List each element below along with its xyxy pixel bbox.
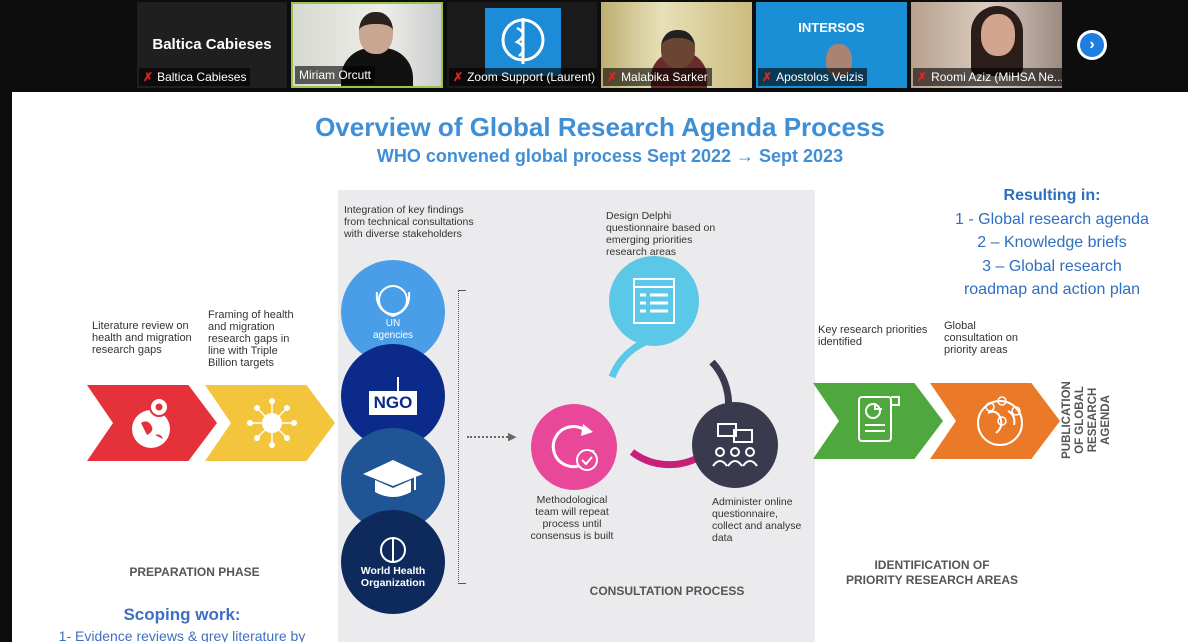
participant-tile[interactable]: Miriam Orcutt [291,2,443,88]
delphi-text: Design Delphi questionnaire based on eme… [606,210,716,258]
slide-subtitle: WHO convened global process Sept 2022 → … [376,146,844,166]
un-agencies-circle: UN agencies [341,260,445,364]
consultation-phase-label: CONSULTATION PROCESS [589,584,745,598]
arrow-head-icon: ▶ [508,431,517,443]
questionnaire-icon [633,278,675,324]
shared-slide: Overview of Global Research Agenda Proce… [12,92,1188,642]
muted-mic-icon: ✗ [453,70,464,84]
publication-label: PUBLICATION OF GLOBAL RESEARCH AGENDA [1061,381,1113,459]
participant-tile[interactable]: ✗Roomi Aziz (MiHSA Ne... [911,2,1062,88]
participant-name: ✗Zoom Support (Laurent) [449,68,597,86]
resulting-item: roadmap and action plan [963,281,1141,298]
slide-title: Overview of Global Research Agenda Proce… [315,112,885,142]
who-logo [485,8,561,76]
administer-text: Administer online questionnaire, collect… [712,496,802,544]
scoping-item: 1- Evidence reviews & grey literature by [58,628,306,642]
dotted-arrow [467,436,511,438]
muted-mic-icon: ✗ [607,70,618,84]
participant-tile[interactable]: ✗Malabika Sarker [601,2,752,88]
publication-label-wrap: PUBLICATION OF GLOBAL RESEARCH AGENDA [1061,340,1112,500]
yellow-chevron [205,385,335,461]
who-emblem-icon [380,537,406,563]
ident-step2-text: Global consultation on priority areas [944,320,1018,356]
prep-step1-text: Literature review on health and migratio… [92,320,192,356]
participant-name: ✗Apostolos Veizis [758,68,868,86]
identification-line2: PRIORITY RESEARCH AREAS [845,573,1019,587]
video-face [359,12,393,54]
resulting-item: 3 – Global research [982,257,1122,275]
network-hub-icon [247,398,297,448]
intersos-logo: INTERSOS [798,20,865,35]
prep-step2-text: Framing of health and migration research… [208,309,294,369]
red-chevron [87,385,217,461]
un-agencies-label: UN agencies [372,318,414,341]
global-locations-icon [977,396,1023,446]
muted-mic-icon: ✗ [143,70,154,84]
chevron-right-icon: › [1080,33,1104,57]
participant-name: ✗Baltica Cabieses [139,68,251,86]
integration-text: Integration of key findings from technic… [344,204,474,240]
who-label: World Health Organization [360,565,426,589]
participant-tile[interactable]: ✗Zoom Support (Laurent) [447,2,597,88]
scoping-heading: Scoping work: [123,605,241,624]
administer-circle [692,402,778,488]
globe-pin-icon [132,397,170,448]
method-text: Methodological team will repeat process … [530,494,614,542]
ngo-flag-icon [397,377,399,391]
who-circle: World Health Organization [341,510,445,614]
video-face [981,14,1015,56]
resulting-item: 2 – Knowledge briefs [977,234,1127,251]
preparation-phase-label: PREPARATION PHASE [129,565,260,579]
group-chat-icon [712,423,758,467]
muted-mic-icon: ✗ [917,70,928,84]
ngo-label: NGO [368,391,418,415]
design-questionnaire-circle [609,256,699,346]
un-emblem-icon [375,285,411,317]
identification-phase-label: IDENTIFICATION OF PRIORITY RESEARCH AREA… [832,558,1032,588]
resulting-block: Resulting in: 1 - Global research agenda… [927,184,1177,302]
participant-name: ✗Malabika Sarker [603,68,712,86]
graduation-cap-icon [363,460,423,497]
report-scroll-icon [858,396,900,442]
green-chevron [813,383,943,459]
participant-name: Miriam Orcutt [295,66,375,84]
participant-tile[interactable]: Baltica Cabieses ✗Baltica Cabieses [137,2,287,88]
resulting-heading: Resulting in: [1003,187,1101,204]
participant-tile[interactable]: INTERSOS ✗Apostolos Veizis [756,2,907,88]
ident-step1-text: Key research priorities identified [818,324,928,348]
participant-name: ✗Roomi Aziz (MiHSA Ne... [913,68,1062,86]
refresh-check-icon [551,424,598,471]
orange-chevron [930,383,1060,459]
bracket-line [458,290,466,584]
next-page-button[interactable]: › [1077,30,1107,60]
muted-mic-icon: ✗ [762,70,773,84]
identification-line1: IDENTIFICATION OF [874,558,990,572]
resulting-item: 1 - Global research agenda [955,210,1149,228]
video-face [661,30,695,68]
participant-display-name: Baltica Cabieses [152,36,272,53]
repeat-process-circle [531,404,617,490]
